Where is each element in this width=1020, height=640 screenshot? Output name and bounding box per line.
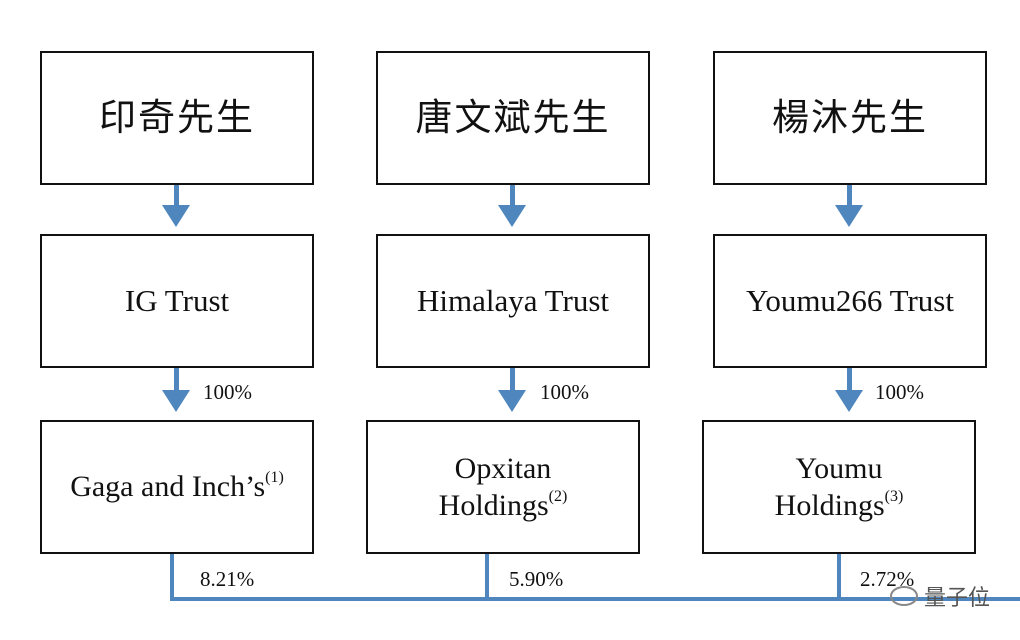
person-box-3: 楊沐先生 (713, 51, 987, 185)
trust-label-1: IG Trust (124, 282, 230, 318)
arrow-3-head (835, 205, 863, 227)
holding-ownership-pct-1: 8.21% (200, 567, 255, 591)
arrow-6-head (835, 390, 863, 412)
person-box-1: 印奇先生 (40, 51, 314, 185)
holding-text-2: Opxitan Holdings(2) (439, 450, 568, 525)
trust-label-2: Himalaya Trust (416, 282, 610, 318)
holding-text-1: Gaga and Inch’s(1) (70, 468, 284, 506)
trust-ownership-pct-1: 100% (203, 380, 252, 404)
holding-note-3: (3) (884, 488, 904, 505)
person-label-2: 唐文斌先生 (415, 95, 611, 139)
connector-down-2 (485, 554, 489, 600)
connector-down-1 (170, 554, 174, 600)
holding-box-2: Opxitan Holdings(2) (366, 420, 640, 554)
holding-label-2-line2-wrap: Holdings(2) (439, 487, 568, 525)
person-box-2: 唐文斌先生 (376, 51, 650, 185)
wechat-icon (889, 586, 918, 606)
holding-label-1: Gaga and Inch’s (70, 470, 266, 504)
connector-bottom-bar (170, 597, 1020, 601)
arrow-5-shaft (510, 368, 515, 390)
arrow-4-shaft (174, 368, 179, 390)
trust-box-2: Himalaya Trust (376, 234, 650, 368)
holding-box-1: Gaga and Inch’s(1) (40, 420, 314, 554)
arrow-2-head (498, 205, 526, 227)
holding-ownership-pct-2: 5.90% (509, 567, 564, 591)
arrow-4-head (162, 390, 190, 412)
trust-label-3: Youmu266 Trust (746, 282, 954, 318)
person-label-3: 楊沐先生 (772, 95, 928, 139)
arrow-1-shaft (174, 185, 179, 205)
arrow-2-shaft (510, 185, 515, 205)
holding-note-2: (2) (548, 488, 568, 505)
arrow-1-head (162, 205, 190, 227)
arrow-6-shaft (847, 368, 852, 390)
trust-ownership-pct-2: 100% (540, 380, 589, 404)
holding-label-2-line2: Holdings (438, 489, 549, 522)
trust-ownership-pct-3: 100% (875, 380, 924, 404)
holding-label-3-line2-wrap: Holdings(3) (775, 487, 904, 525)
holding-note-1: (1) (265, 469, 284, 487)
holding-label-2-line1: Opxitan (454, 451, 552, 485)
watermark-text: 量子位 (923, 586, 990, 611)
trust-box-3: Youmu266 Trust (713, 234, 987, 368)
connector-down-3 (837, 554, 841, 600)
holding-text-3: Youmu Holdings(3) (775, 450, 904, 525)
holding-label-3-line1: Youmu (795, 451, 883, 485)
holding-label-3-line2: Holdings (774, 489, 885, 522)
trust-box-1: IG Trust (40, 234, 314, 368)
arrow-5-head (498, 390, 526, 412)
person-label-1: 印奇先生 (99, 95, 255, 139)
arrow-3-shaft (847, 185, 852, 205)
holding-box-3: Youmu Holdings(3) (702, 420, 976, 554)
watermark: 量子位 (889, 580, 990, 612)
